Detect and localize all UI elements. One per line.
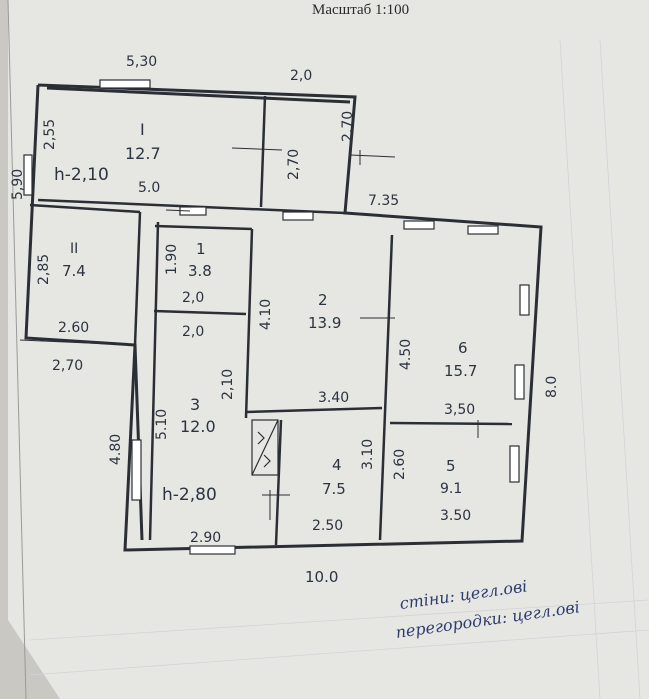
dim-room-ii-width: 2.60 (58, 320, 89, 336)
dim-room-ii-height: 2,85 (36, 254, 52, 285)
dim-bottom-overall: 10.0 (305, 568, 338, 586)
dim-room-4-height: 3.10 (360, 439, 376, 470)
room-3-number: 3 (190, 395, 200, 414)
room-4-area: 7.5 (322, 480, 346, 498)
room-3-area: 12.0 (180, 417, 216, 436)
room-2-number: 2 (318, 291, 328, 309)
dim-room-2-width: 3.40 (318, 390, 349, 406)
paper-edge (7, 0, 27, 699)
dim-top-left: 5,30 (126, 54, 157, 70)
dimension-ticks (19, 147, 479, 520)
dim-top-mid: 2,0 (290, 68, 312, 84)
dim-far-left: 5,90 (10, 169, 26, 200)
dim-room-i-width: 5.0 (138, 180, 160, 196)
dim-room-5-width: 3.50 (440, 508, 471, 524)
dim-right-small: 2,70 (340, 111, 356, 142)
room-1-area: 3.8 (188, 262, 212, 280)
room-ii-number: II (70, 241, 78, 257)
room-4-number: 4 (332, 456, 342, 474)
dim-room-1-width: 2,0 (182, 290, 204, 306)
dim-left-overall: 4.80 (108, 434, 124, 465)
dim-room-2-height: 4.10 (258, 299, 274, 330)
dim-room-5-height: 2.60 (392, 449, 408, 480)
room-6-area: 15.7 (444, 362, 477, 380)
room-i-height: h-2,10 (54, 165, 109, 185)
stair-symbol (251, 419, 279, 476)
dim-room-3-width: 2.90 (190, 530, 221, 546)
dimension-labels: 5,30 2,0 2,70 2,55 5,90 5.0 2,70 7.35 2,… (10, 54, 560, 586)
room-3-height: h-2,80 (162, 485, 217, 505)
dim-top-right: 7.35 (368, 193, 399, 209)
dim-room-ii-outer: 2,70 (52, 358, 83, 374)
dim-room-3-top: 2,0 (182, 324, 204, 340)
room-i-number: I (140, 120, 145, 139)
paper-grid (29, 39, 649, 699)
room-6-number: 6 (458, 339, 468, 357)
dim-room-6-height: 4.50 (398, 339, 414, 370)
room-2-area: 13.9 (308, 314, 341, 332)
room-5-area: 9.1 (440, 481, 462, 497)
dim-room-3-inner: 2,10 (220, 369, 236, 400)
dim-room-i-inner: 2,70 (286, 149, 302, 180)
dim-left-small: 2,55 (42, 119, 58, 150)
scale-caption: Масштаб 1:100 (312, 2, 409, 18)
room-1-number: 1 (196, 240, 206, 258)
dim-room-3-height: 5.10 (154, 409, 170, 440)
dim-room-6-width: 3,50 (444, 402, 475, 418)
dim-right-overall: 8.0 (544, 376, 560, 398)
paper (8, 0, 649, 699)
windows (23, 79, 530, 555)
dim-room-4-width: 2.50 (312, 518, 343, 534)
room-5-number: 5 (446, 457, 456, 475)
room-i-area: 12.7 (125, 144, 161, 163)
dim-room-1-height: 1.90 (164, 244, 180, 275)
room-ii-area: 7.4 (62, 262, 86, 280)
room-labels: I 12.7 h-2,10 II 7.4 1 3.8 2 13.9 3 12.0… (54, 120, 477, 505)
